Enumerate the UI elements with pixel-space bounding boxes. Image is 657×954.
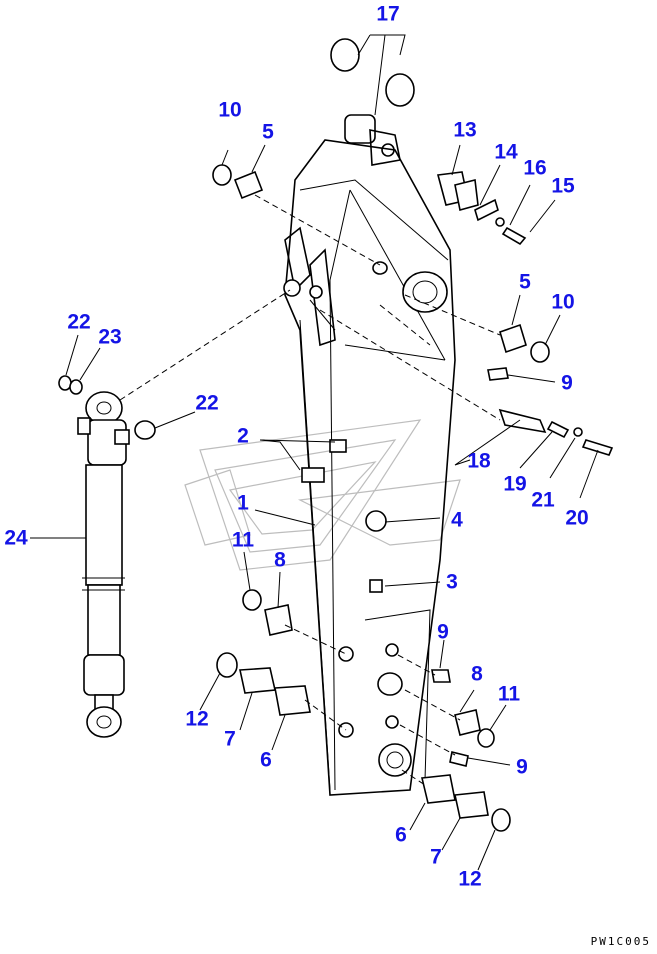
callout-3: 3: [446, 570, 458, 594]
callout-18: 18: [467, 449, 491, 473]
loose-parts: [58, 38, 614, 832]
callout-20: 20: [565, 506, 589, 530]
callout-12b: 12: [458, 867, 482, 891]
callout-11b: 11: [497, 682, 521, 706]
callout-13: 13: [453, 118, 477, 142]
callout-1: 1: [237, 491, 249, 515]
callout-2: 2: [237, 424, 249, 448]
callout-6: 6: [260, 748, 272, 772]
hydraulic-cylinder: [77, 391, 130, 738]
callout-10b: 10: [551, 290, 575, 314]
callout-19: 19: [503, 472, 527, 496]
callout-9c: 9: [516, 755, 528, 779]
callout-23: 23: [98, 325, 122, 349]
callout-8b: 8: [471, 662, 483, 686]
callout-17: 17: [376, 2, 400, 26]
callout-7: 7: [224, 727, 236, 751]
callout-10: 10: [218, 98, 242, 122]
callout-12: 12: [185, 707, 209, 731]
callout-6b: 6: [395, 823, 407, 847]
callout-16: 16: [523, 156, 547, 180]
arm-body: [283, 114, 456, 796]
watermark-logo: [184, 419, 461, 571]
callout-5b: 5: [519, 270, 531, 294]
callout-8: 8: [274, 548, 286, 572]
callout-22b: 22: [195, 391, 219, 415]
callout-9: 9: [561, 371, 573, 395]
callout-21: 21: [531, 488, 555, 512]
callout-4: 4: [451, 508, 463, 532]
callout-11: 11: [231, 528, 255, 552]
callout-24: 24: [4, 526, 28, 550]
callout-15: 15: [551, 174, 575, 198]
document-code: PW1C005: [590, 935, 651, 948]
callout-5: 5: [262, 120, 274, 144]
callout-14: 14: [494, 140, 518, 164]
leader-lines: [30, 34, 599, 871]
callout-22: 22: [67, 310, 91, 334]
callout-7b: 7: [430, 845, 442, 869]
callout-9b: 9: [437, 620, 449, 644]
